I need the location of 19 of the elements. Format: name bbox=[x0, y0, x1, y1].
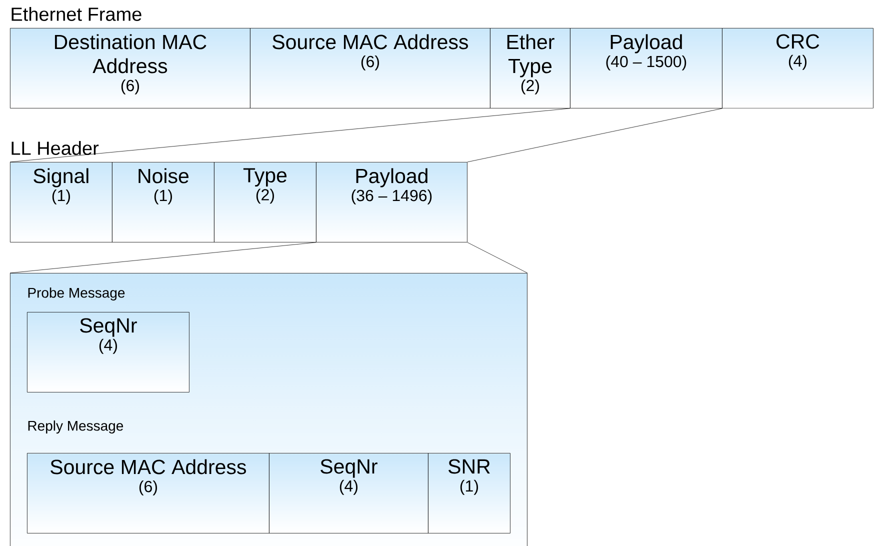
field-box: Noise (1) bbox=[112, 162, 214, 242]
field-box: Signal (1) bbox=[10, 162, 112, 242]
field-box: SeqNr (4) bbox=[269, 453, 428, 534]
field-box: Source MAC Address (6) bbox=[27, 453, 270, 534]
connector-line bbox=[467, 108, 723, 162]
field-box: Ether Type (2) bbox=[490, 28, 570, 108]
field-box: CRC (4) bbox=[722, 28, 874, 108]
field-box: Type (2) bbox=[214, 162, 316, 242]
connector-line bbox=[467, 242, 528, 274]
section-heading: Reply Message bbox=[28, 420, 124, 434]
field-box: SeqNr (4) bbox=[27, 312, 190, 392]
field-box: Payload (40 – 1500) bbox=[570, 28, 722, 108]
section-heading: LL Header bbox=[12, 141, 99, 155]
field-box: Payload (36 – 1496) bbox=[316, 162, 468, 242]
connector-line bbox=[10, 242, 316, 274]
frame-box bbox=[10, 273, 528, 546]
field-box: SNR (1) bbox=[428, 453, 510, 534]
connector-line bbox=[10, 108, 570, 162]
field-box: Destination MAC Address (6) bbox=[10, 28, 250, 108]
